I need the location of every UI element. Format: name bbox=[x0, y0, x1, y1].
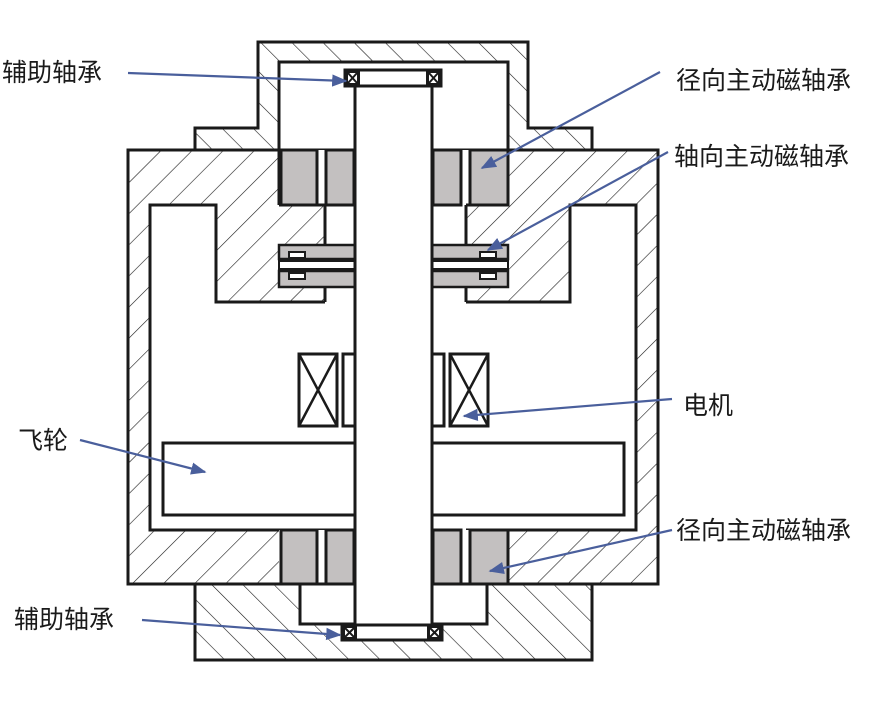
leader-axial-amb bbox=[486, 151, 669, 251]
axial-amb-stack-left bbox=[277, 243, 357, 289]
label-radial-amb-bottom: 径向主动磁轴承 bbox=[676, 516, 852, 545]
label-axial-amb: 轴向主动磁轴承 bbox=[674, 142, 850, 171]
leader-radial-amb-bottom bbox=[488, 528, 673, 574]
leader-flywheel bbox=[79, 438, 207, 475]
leader-aux-bearing-top bbox=[127, 71, 348, 87]
label-aux-bearing-bottom: 辅助轴承 bbox=[14, 605, 115, 634]
label-flywheel: 飞轮 bbox=[18, 426, 69, 455]
label-aux-bearing-top: 辅助轴承 bbox=[2, 58, 103, 87]
leader-lines bbox=[79, 71, 673, 641]
motor-coil-right bbox=[430, 352, 490, 428]
flywheel-disc-right bbox=[430, 441, 626, 517]
radial-amb-top-magnets bbox=[279, 148, 510, 207]
axial-amb-stack-right bbox=[430, 243, 510, 289]
flywheel-disc-left bbox=[161, 441, 357, 517]
label-motor: 电机 bbox=[683, 391, 734, 420]
leader-aux-bearing-bottom bbox=[141, 618, 342, 641]
leader-motor bbox=[462, 397, 673, 422]
aux-bearing-bottom-icon bbox=[340, 623, 444, 642]
leader-radial-amb-top bbox=[480, 71, 661, 169]
shaft bbox=[353, 84, 434, 628]
radial-amb-bottom-magnets bbox=[279, 528, 510, 586]
aux-bearing-top-icon bbox=[343, 68, 443, 88]
motor-coil-left bbox=[297, 352, 357, 428]
label-radial-amb-top: 径向主动磁轴承 bbox=[676, 66, 852, 95]
